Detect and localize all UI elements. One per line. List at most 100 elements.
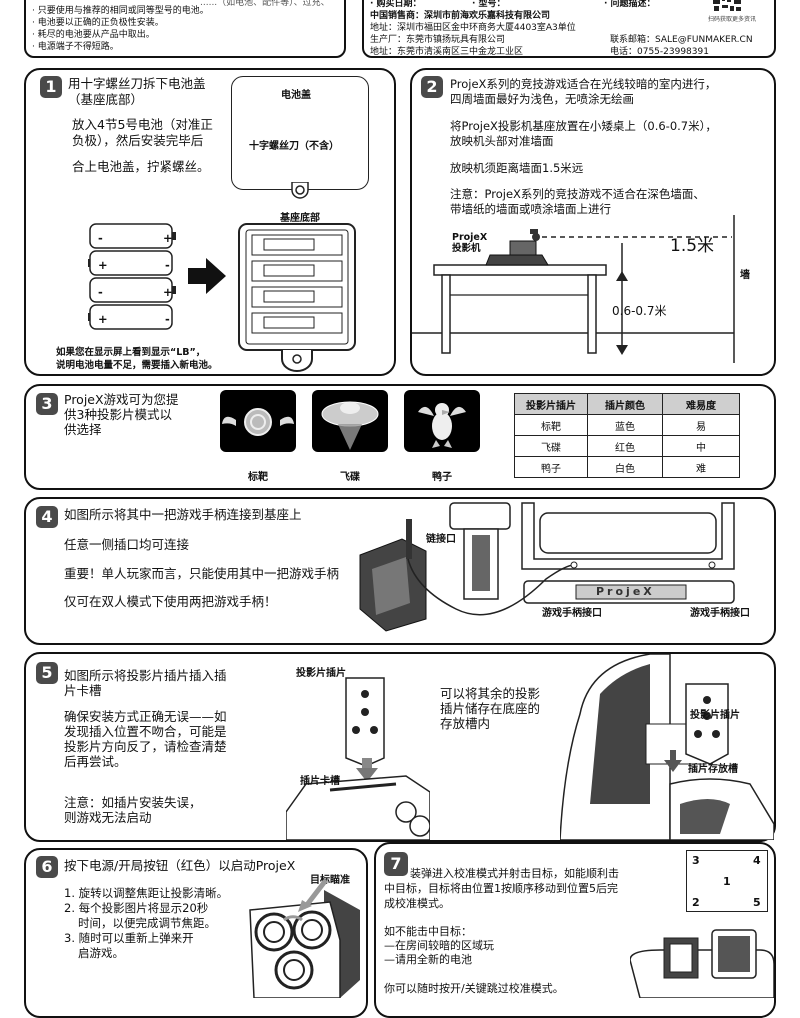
focus-lens-diagram [240,878,366,999]
calibration-position-5: 5 [753,896,761,909]
contact-phone: 电话：0755-23998391 [610,47,709,57]
table-cell: 飞碟 [514,435,588,457]
projector-head-illustration [629,920,775,999]
table-row: 飞碟 红色 中 [514,435,740,457]
base-bottom-label: 基座底部 [280,213,320,224]
link-port-label: 链接口 [426,534,456,545]
table-cell: 白色 [587,456,663,478]
battery4-minus: - [165,312,170,326]
step3-number: 3 [36,393,58,415]
step7-number: 7 [384,852,408,876]
step1-line3: 合上电池盖，拧紧螺丝。 [72,159,210,174]
top-info-box [362,0,776,58]
step2-line4: 放映机头部对准墙面 [450,134,554,148]
table-header: 难易度 [662,393,740,415]
step7-line3: 成校准模式。 [384,897,450,910]
factory-address: 地址：东莞市清溪南区三中金龙工业区 [370,47,524,57]
battery3-plus: + [163,285,173,299]
battery3-minus: - [98,285,103,299]
right-controller-port-label: 游戏手柄接口 [690,608,750,619]
projector-label-2: 投影机 [452,243,481,254]
top-notes-box [24,0,346,58]
step7-line1: 装弹进入校准模式并射击目标，如能顺利击 [410,867,619,880]
battery-compartment [238,223,356,372]
table-header-row: 投影片插片 插片颜色 难易度 [514,393,740,415]
step7-line5: —在房间较暗的区域玩 [384,939,494,952]
step4-line1: 如图所示将其中一把游戏手柄连接到基座上 [64,507,302,522]
step2-line7: 带墙纸的墙面或喷涂墙面上进行 [450,202,611,216]
step1-line2: 负极），然后安装完毕后 [72,133,204,148]
step2-line3: 将ProjeX投影机基座放置在小矮桌上（0.6-0.7米）， [450,119,717,133]
step5-number: 5 [36,662,58,684]
step5-line4: 发现插入位置不吻合，可能是 [64,724,227,739]
projex-logo-text: ProjeX [596,585,655,598]
seller-text: 中国销售商：深圳市前海欢乐嘉科技有限公司 [370,11,551,21]
slide-insert-label-2: 投影片插片 [690,710,740,721]
screw-icon [290,181,310,202]
battery4-plus: + [98,312,108,326]
step2-line1: ProjeX系列的竞技游戏适合在光线较暗的室内进行， [450,77,717,91]
step1-title: 用十字螺丝刀拆下电池盖 [68,76,206,91]
model-label: · 型号： [472,0,506,9]
step6-item3a: 3. 随时可以重新上弹来开 [64,931,194,945]
step5-line7: 注意：如插片安装失误， [64,795,202,810]
qr-caption: 扫码获取更多资讯 [708,16,757,23]
table-cell: 难 [662,456,740,478]
step5-line6: 后再尝试。 [64,754,127,769]
batteries-illustration [86,222,180,332]
table-cell: 中 [662,435,740,457]
low-battery-warning-2: 说明电池电量不足，需要插入新电池。 [56,360,218,371]
target-aim-label: 目标瞄准 [310,875,350,886]
top-note-cut: ......（如电池、配件等）、过充、 [200,0,330,8]
calibration-position-1: 1 [723,875,731,888]
step7-line2: 中目标，目标将由位置1按顺序移动到位置5后完 [384,882,618,895]
step2-line6: 注意：ProjeX系列的竞技游戏不适合在深色墙面、 [450,187,705,201]
top-note-4: · 电源端子不得短路。 [32,42,119,52]
problem-label: · 问题描述： [604,0,656,9]
purchase-date-label: · 购买日期： [370,0,422,9]
table-header: 投影片插片 [514,393,588,415]
step5-line5: 投影片方向反了，请检查清楚 [64,739,227,754]
distance-label: 1.5米 [670,236,715,256]
calibration-grid [686,850,768,912]
step5-line8: 则游戏无法启动 [64,810,152,825]
left-controller-port-label: 游戏手柄接口 [542,608,602,619]
step2-number: 2 [421,76,443,98]
step4-number: 4 [36,506,58,528]
projector-label-1: ProjeX [452,232,488,243]
difficulty-table: 投影片插片 插片颜色 难易度 标靶 蓝色 易 飞碟 红色 中 鸭子 白色 难 [514,393,740,478]
low-battery-warning-1: 如果您在显示屏上看到显示“LB”， [56,347,206,358]
table-cell: 标靶 [514,414,588,436]
step1-number: 1 [40,76,62,98]
table-cell: 红色 [587,435,663,457]
contact-email: 联系邮箱：SALE@FUNMAKER.CN [610,35,753,45]
step4-line4: 仅可在双人模式下使用两把游戏手柄！ [64,594,277,609]
calibration-position-3: 3 [692,854,700,867]
battery2-minus: - [165,258,170,272]
step6-title: 按下电源/开局按钮（红色）以启动ProjeX [64,858,296,873]
step5-line3: 确保安装方式正确无误——如 [64,709,227,724]
factory-text: 生产厂：东莞市镇扬玩具有限公司 [370,35,506,45]
storage-text-3: 存放槽内 [440,716,491,731]
ufo-mode-label: 飞碟 [340,472,360,483]
slide-storage-label: 插片存放槽 [688,764,738,775]
step6-item2b: 时间，以便完成调节焦距。 [78,916,216,930]
wall-label: 墙 [740,270,750,281]
table-cell: 鸭子 [514,456,588,478]
step7-line6: —请用全新的电池 [384,953,472,966]
step4-line3: 重要！单人玩家而言，只能使用其中一把游戏手柄 [64,566,340,581]
duck-mode-label: 鸭子 [432,472,452,483]
battery-cover-label: 电池盖 [281,90,311,101]
table-row: 鸭子 白色 难 [514,456,740,478]
step6-item2a: 2. 每个投影图片将显示20秒 [64,901,209,915]
duck-mode-image [404,390,480,452]
slide-storage-diagram [559,653,775,841]
table-row: 标靶 蓝色 易 [514,414,740,436]
step5-line2: 片卡槽 [64,683,102,698]
target-mode-image [220,390,296,452]
qr-code-icon [712,0,742,12]
step3-line3: 供选择 [64,422,102,437]
table-header: 插片颜色 [587,393,663,415]
step6-number: 6 [36,856,58,878]
step5-line1: 如图所示将投影片插片插入插 [64,668,227,683]
